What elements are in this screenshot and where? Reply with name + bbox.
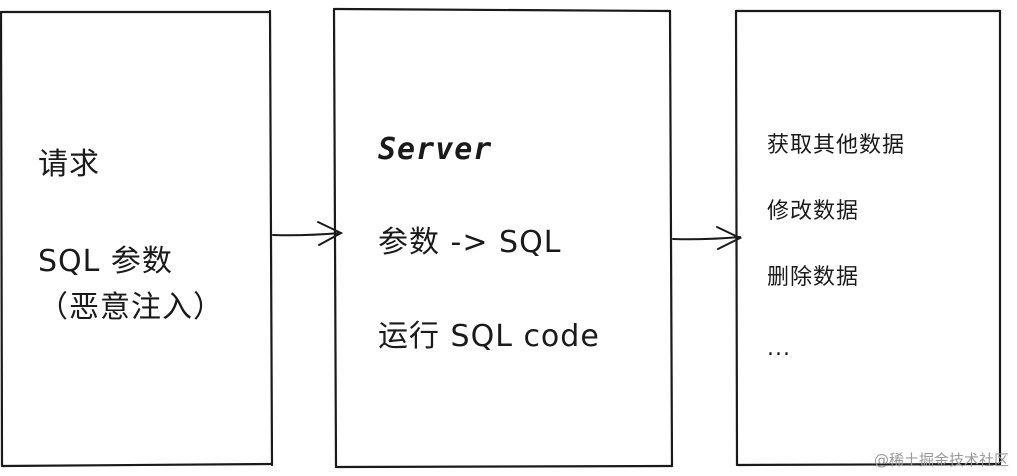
- run-sql-code-label: 运行 SQL code: [378, 319, 600, 354]
- malicious-injection-label: （恶意注入）: [38, 290, 224, 325]
- sql-params-label: SQL 参数: [38, 244, 173, 279]
- left-box: [0, 9, 274, 468]
- result-item-ellipsis: ...: [767, 336, 791, 361]
- arrow-request-to-server: [272, 221, 344, 246]
- arrow-server-to-result: [672, 226, 743, 250]
- request-title: 请求: [38, 147, 100, 182]
- watermark: @稀土掘金技术社区: [873, 451, 1009, 469]
- result-item-modify-data: 修改数据: [767, 199, 860, 224]
- result-item-get-other-data: 获取其他数据: [767, 133, 906, 158]
- right-box: [734, 9, 1002, 467]
- middle-box: [332, 7, 674, 469]
- params-to-sql-label: 参数 -> SQL: [378, 225, 562, 260]
- result-item-delete-data: 删除数据: [767, 265, 860, 290]
- server-title: Server: [378, 132, 493, 167]
